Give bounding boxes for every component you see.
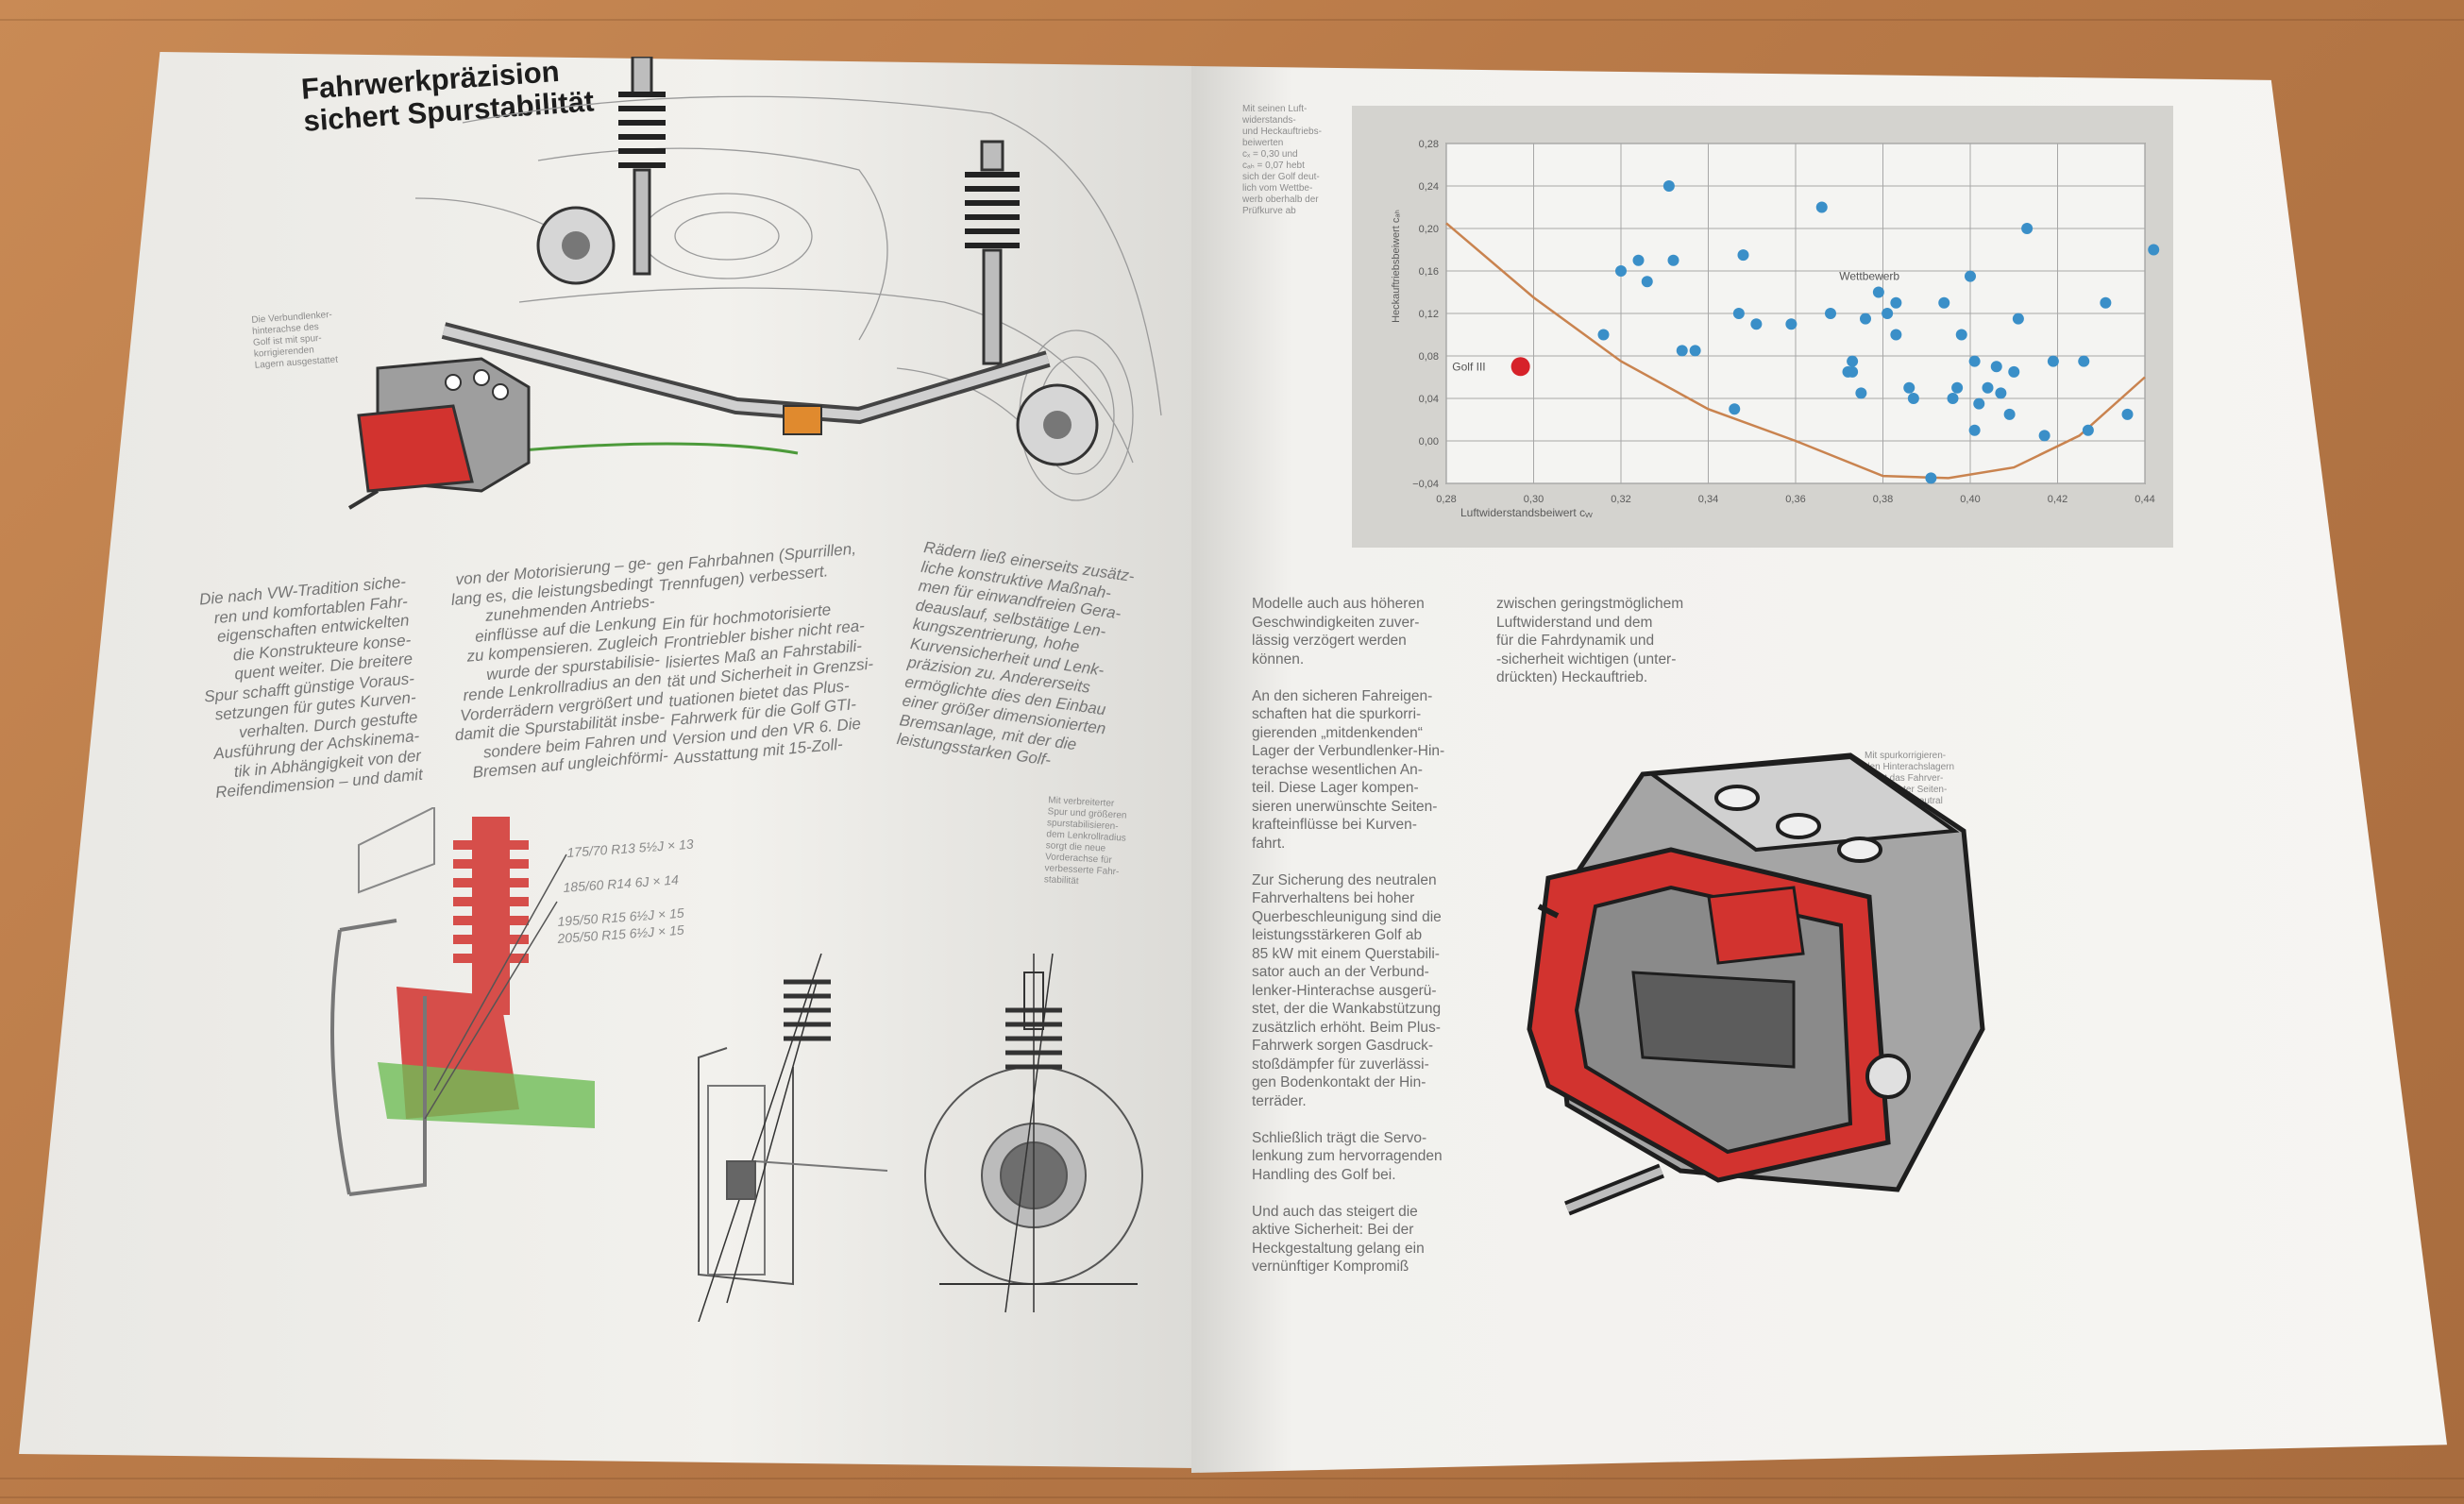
- data-point-competitor: [2078, 355, 2090, 367]
- data-point-competitor: [1825, 308, 1836, 319]
- data-point-competitor: [1689, 345, 1701, 357]
- data-point-competitor: [1785, 318, 1797, 330]
- data-point-competitor: [1737, 249, 1749, 262]
- data-point-competitor: [1597, 329, 1610, 341]
- data-point-competitor: [1667, 254, 1679, 266]
- caption-front-axle: Mit verbreiterter Spur und größeren spur…: [1043, 795, 1127, 887]
- front-suspension-section: [330, 807, 595, 1196]
- x-axis-ticks: 0,28 0,30 0,32 0,34 0,36 0,38 0,40 0,42 0,44: [1436, 494, 2154, 505]
- data-point-competitor: [1676, 345, 1688, 357]
- y-tick-label: 0,12: [1419, 309, 1439, 320]
- data-point-competitor: [1890, 296, 1902, 309]
- data-point-competitor: [1847, 365, 1859, 378]
- data-point-competitor: [1860, 313, 1871, 325]
- chart-annotations: Golf III Wettbewerb: [1452, 270, 1899, 374]
- data-point-competitor: [1641, 276, 1653, 288]
- y-tick-label: 0,08: [1419, 351, 1439, 363]
- y-tick-label: −0,04: [1412, 479, 1439, 490]
- data-point-competitor: [1890, 329, 1902, 341]
- data-point-competitor: [1990, 361, 2002, 373]
- x-tick-label: 0,40: [1960, 494, 1980, 505]
- data-point-competitor: [1882, 308, 1894, 319]
- limit-curve: [1445, 222, 2146, 480]
- chart-annotation: Wettbewerb: [1839, 270, 1899, 283]
- bearing-cutaway-illustration: [1527, 752, 1985, 1216]
- x-tick-label: 0,38: [1873, 494, 1893, 505]
- data-point-competitor: [1907, 393, 1919, 404]
- x-axis-label: Luftwiderstandsbeiwert cᵥᵥ: [1460, 506, 1593, 519]
- data-point-competitor: [2021, 223, 2034, 234]
- data-point-competitor: [1872, 286, 1884, 298]
- data-point-competitor: [1968, 355, 1981, 367]
- y-tick-label: 0,00: [1419, 436, 1439, 448]
- y-axis-ticks: 0,28 0,24 0,20 0,16 0,12 0,08 0,04 0,00 −0,04: [1412, 139, 1439, 490]
- text-column-2: von der Motorisierung – ge- lang es, die…: [450, 553, 669, 782]
- data-point-competitor: [1995, 387, 2007, 399]
- table-grain: [0, 1496, 2464, 1498]
- data-point-competitor: [1855, 387, 1867, 399]
- x-tick-label: 0,30: [1524, 494, 1544, 505]
- data-point-competitor: [1965, 270, 1976, 282]
- text-column-4: Rädern ließ einerseits zusätz- liche kon…: [895, 538, 1136, 769]
- data-point-competitor: [1847, 355, 1859, 367]
- data-point-competitor: [1729, 403, 1741, 415]
- data-point-competitor: [1973, 397, 1985, 410]
- data-point-competitor: [1951, 381, 1964, 394]
- data-point-competitor: [1815, 201, 1828, 213]
- data-point-competitor: [1750, 318, 1763, 330]
- text-column-1: Die nach VW-Tradition siche- ren und kom…: [198, 572, 424, 802]
- caption-rear-axle: Die Verbundlenker- hinterachse des Golf …: [251, 309, 339, 371]
- data-point-competitor: [1982, 381, 1994, 394]
- chart-grid: [1445, 143, 2146, 484]
- right-text-column-1: Modelle auch aus höheren Geschwindigkeit…: [1252, 596, 1445, 1275]
- x-tick-label: 0,34: [1698, 494, 1718, 505]
- data-point-competitor: [2003, 408, 2016, 420]
- x-tick-label: 0,42: [2048, 494, 2067, 505]
- x-tick-label: 0,36: [1785, 494, 1805, 505]
- y-tick-label: 0,28: [1419, 139, 1439, 150]
- data-point-competitor: [2047, 355, 2059, 367]
- data-point-competitor: [2008, 365, 2020, 378]
- reference-curve: [1445, 222, 2146, 480]
- kingpin-diagram: [698, 954, 888, 1322]
- chart-annotation: Golf III: [1452, 360, 1485, 373]
- x-tick-label: 0,44: [2135, 494, 2154, 505]
- x-tick-label: 0,28: [1436, 494, 1456, 505]
- caster-diagram: [924, 954, 1143, 1313]
- data-point-competitor: [1955, 329, 1967, 341]
- data-point-competitor: [2012, 313, 2024, 325]
- text-column-3: gen Fahrbahnen (Spurrillen, Trennfugen) …: [656, 539, 874, 769]
- data-point-competitor: [1947, 393, 1959, 404]
- y-tick-label: 0,04: [1419, 394, 1439, 405]
- y-tick-label: 0,20: [1419, 224, 1439, 235]
- data-points: [1510, 180, 2160, 484]
- table-grain: [0, 19, 2464, 21]
- data-point-competitor: [2100, 296, 2112, 309]
- data-point-competitor: [1938, 296, 1950, 309]
- caption-chart: Mit seinen Luft- widerstands- und Heckau…: [1242, 104, 1322, 216]
- table-grain: [0, 1478, 2464, 1479]
- data-point-competitor: [1632, 254, 1645, 266]
- data-point-golf: [1510, 357, 1530, 377]
- data-point-competitor: [1732, 308, 1745, 319]
- bearing-detail-small: [347, 357, 531, 510]
- x-tick-label: 0,32: [1611, 494, 1630, 505]
- data-point-competitor: [2121, 408, 2134, 420]
- rear-suspension-illustration: [414, 57, 1162, 501]
- data-point-competitor: [1925, 472, 1937, 484]
- data-point-competitor: [2038, 430, 2051, 442]
- data-point-competitor: [1662, 180, 1675, 192]
- y-tick-label: 0,24: [1419, 181, 1439, 193]
- data-point-competitor: [1615, 265, 1627, 277]
- data-point-competitor: [1903, 381, 1916, 394]
- data-point-competitor: [2082, 424, 2094, 436]
- right-text-column-2: zwischen geringstmöglichem Luftwiderstan…: [1496, 596, 1684, 685]
- y-tick-label: 0,16: [1419, 266, 1439, 278]
- drag-lift-scatter-chart: 0,28 0,24 0,20 0,16 0,12 0,08 0,04 0,00 −0,04 0,…: [1391, 139, 2160, 519]
- data-point-competitor: [1968, 424, 1981, 436]
- data-point-competitor: [2148, 244, 2160, 256]
- y-axis-label: Heckauftriebsbeiwert cₐₕ: [1391, 210, 1402, 323]
